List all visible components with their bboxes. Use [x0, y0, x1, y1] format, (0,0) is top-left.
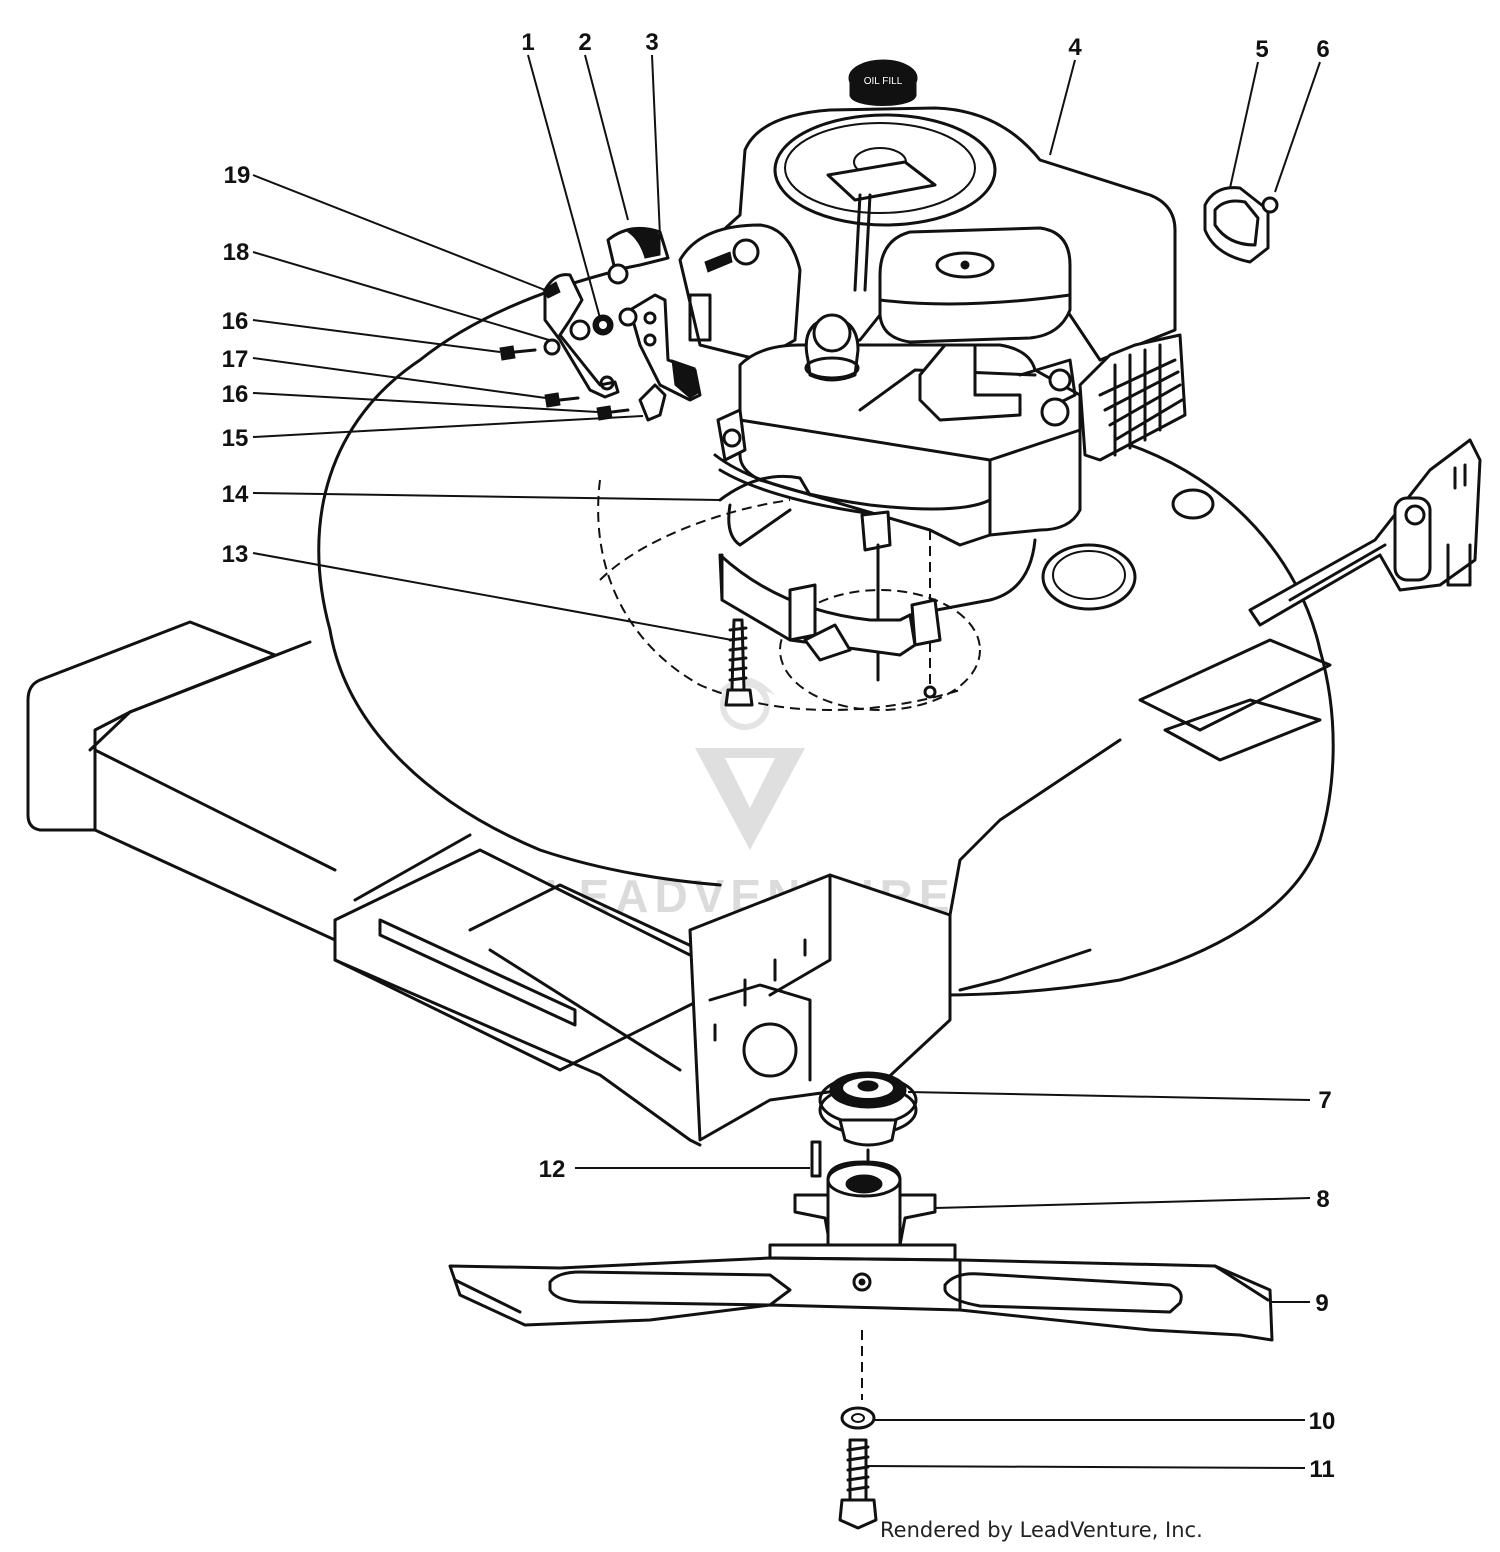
- callout-2: 2: [578, 29, 591, 56]
- callout-13: 13: [222, 541, 249, 568]
- blade-assembly: [448, 1071, 1274, 1530]
- baffle-part-14: [718, 474, 1037, 662]
- callout-14: 14: [222, 481, 249, 508]
- render-credit: Rendered by LeadVenture, Inc.: [880, 1518, 1203, 1542]
- fuel-cap-label: OIL FILL: [864, 76, 903, 87]
- callout-1: 1: [521, 29, 534, 56]
- callout-10: 10: [1309, 1408, 1336, 1435]
- callout-9: 9: [1315, 1290, 1328, 1317]
- callout-19: 19: [224, 162, 251, 189]
- leadventure-watermark: LEADVENTURE: [544, 677, 950, 922]
- callout-16: 16: [222, 308, 249, 335]
- callout-4: 4: [1068, 34, 1082, 61]
- callout-18: 18: [223, 239, 250, 266]
- callout-3: 3: [645, 29, 658, 56]
- callout-7: 7: [1318, 1087, 1331, 1114]
- throttle-control-parts: [499, 186, 1279, 707]
- callout-15: 15: [222, 425, 249, 452]
- callout-leaders: [252, 54, 1321, 1469]
- callout-6: 6: [1316, 36, 1329, 63]
- callout-labels: 1 2 3 4 5 6 7 8 9 10 11 12 13 14 15 16 1…: [222, 29, 1336, 1483]
- callout-12: 12: [539, 1156, 566, 1183]
- engine: OIL FILL: [678, 59, 1187, 699]
- callout-11: 11: [1309, 1456, 1334, 1483]
- callout-16-lower: 16: [222, 381, 249, 408]
- callout-8: 8: [1316, 1186, 1329, 1213]
- callout-5: 5: [1255, 36, 1268, 63]
- callout-17: 17: [222, 346, 249, 373]
